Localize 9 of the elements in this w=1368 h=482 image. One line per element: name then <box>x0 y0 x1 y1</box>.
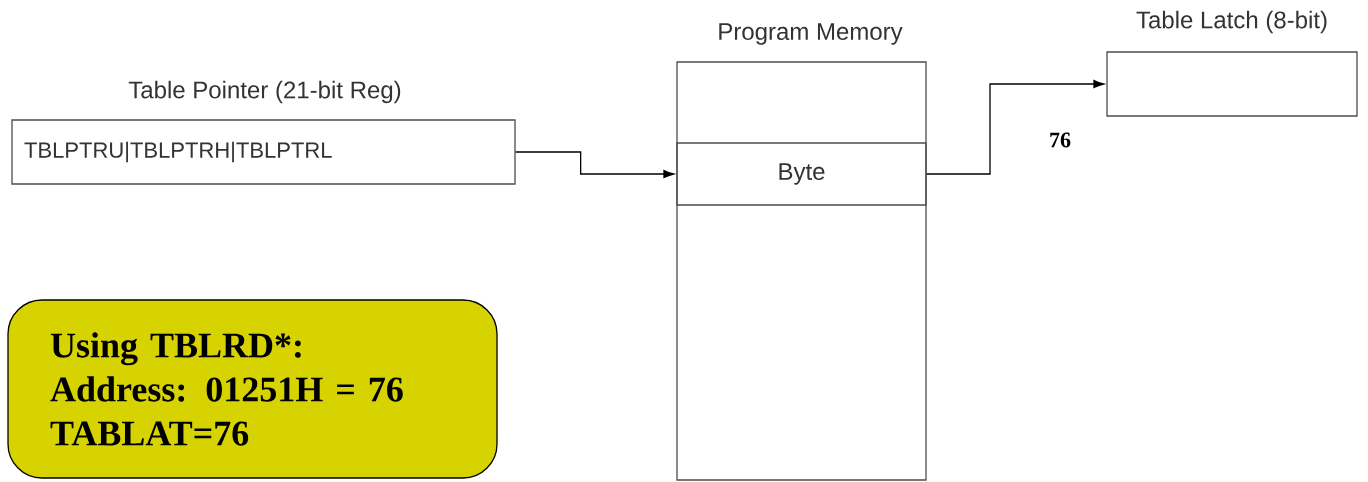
note-box: Using TBLRD*: Address: 01251H = 76 TABLAT=76 <box>7 299 498 479</box>
arrow <box>926 79 1105 175</box>
memory-cell: Byte <box>676 142 927 206</box>
edge-label: 76 <box>1048 131 1072 149</box>
box-heading: Table Pointer (21-bit Reg) <box>128 80 401 104</box>
register-box: TBLPTRU|TBLPTRH|TBLPTRL <box>11 119 516 185</box>
box-heading: Program Memory <box>719 23 903 45</box>
box-heading: Table Latch (8-bit) <box>1136 10 1327 34</box>
arrow <box>515 151 675 179</box>
